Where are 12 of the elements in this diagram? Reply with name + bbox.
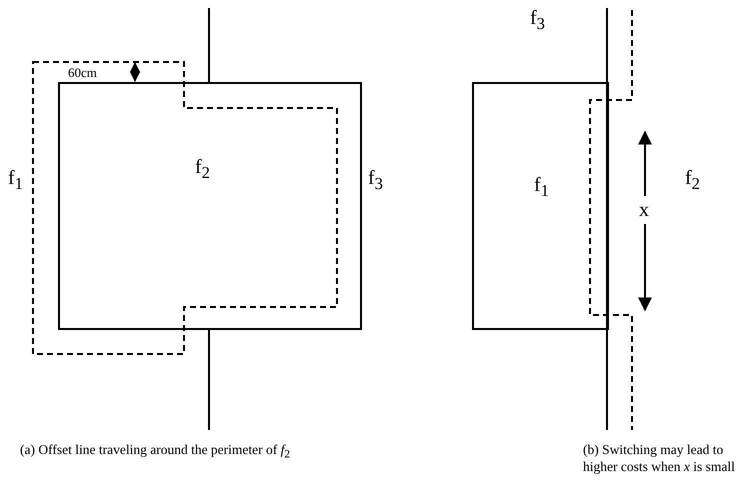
region-label: f$_{1}$ — [534, 174, 549, 201]
dimension-label: 60cm — [68, 66, 97, 79]
caption: (a) Offset line traveling around the perimeter of f$_{2}$ — [20, 442, 292, 462]
region-label: f$_{3}$ — [530, 8, 545, 33]
caption: (b) Switching may lead to higher costs when x is small — [583, 442, 736, 476]
region-rectangle — [58, 82, 362, 330]
region-rectangle — [472, 82, 609, 330]
region-label: f$_{1}$ — [8, 168, 23, 193]
region-label: f$_{2}$ — [685, 168, 700, 193]
region-label: f$_{2}$ — [195, 156, 210, 183]
dimension-label: x — [639, 200, 649, 220]
region-label: f$_{3}$ — [368, 168, 383, 193]
